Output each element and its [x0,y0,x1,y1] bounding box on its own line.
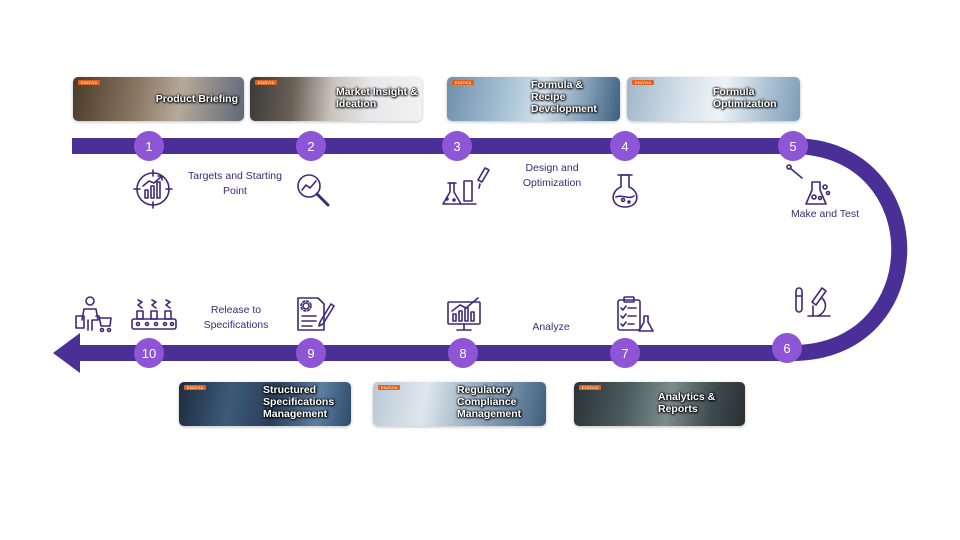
svg-text:2: 2 [307,139,314,154]
microscope-test-tube-icon [795,287,831,317]
card-logo: ENOVIA [378,385,401,390]
production-line-icon [131,299,177,330]
step-circle-6[interactable]: 6 [772,333,802,363]
step-circle-10[interactable]: 10 [134,338,164,368]
card-title: Regulatory Compliance Management [457,384,522,420]
step-circle-5[interactable]: 5 [778,131,808,161]
monitor-chart-icon [447,297,481,331]
step-circle-4[interactable]: 4 [610,131,640,161]
svg-text:5: 5 [789,139,796,154]
card-title: Analytics & Reports [658,391,716,415]
card-logo: ENOVIA [452,80,475,85]
card-market-insight[interactable]: ENOVIA Market Insight & Ideation [250,77,422,121]
step-circle-2[interactable]: 2 [296,131,326,161]
card-title: Structured Specifications Management [263,384,335,420]
svg-text:8: 8 [459,346,466,361]
phase-label-analyze: Analyze [532,321,570,333]
phase-label-targets: Targets and Starting Point [188,170,282,197]
svg-text:1: 1 [145,139,152,154]
card-analytics-reports[interactable]: ENOVIA Analytics & Reports [574,382,745,426]
card-title: Market Insight & Ideation [336,86,418,110]
lab-glassware-icon [442,167,490,205]
phase-label-design: Design and Optimization [522,162,582,189]
card-structured-specifications[interactable]: ENOVIA Structured Specifications Managem… [179,382,351,426]
card-logo: ENOVIA [632,80,655,85]
svg-text:10: 10 [142,346,156,361]
magnifier-trend-icon [297,174,330,207]
card-logo: ENOVIA [579,385,602,390]
step-circle-3[interactable]: 3 [442,131,472,161]
specification-document-icon [297,297,335,331]
track-path [72,138,908,361]
step-circle-9[interactable]: 9 [296,338,326,368]
card-formula-recipe[interactable]: ENOVIA Formula & Recipe Development [447,77,620,121]
svg-text:7: 7 [621,346,628,361]
flask-icon [612,174,638,208]
step-circle-8[interactable]: 8 [448,338,478,368]
card-title: Formula Optimization [713,86,777,110]
card-logo: ENOVIA [255,80,278,85]
card-logo: ENOVIA [184,385,207,390]
svg-text:3: 3 [453,139,460,154]
card-title: Formula & Recipe Development [531,79,597,115]
card-formula-optimization[interactable]: ENOVIA Formula Optimization [627,77,800,121]
card-title: Product Briefing [155,93,238,105]
svg-text:6: 6 [783,341,790,356]
lab-dropper-beaker-icon [786,164,831,205]
phase-label-release: Release to Specifications [203,304,269,331]
svg-text:4: 4 [621,139,628,154]
clipboard-checklist-icon [617,296,654,332]
track-arrowhead [53,333,80,373]
card-logo: ENOVIA [78,80,101,85]
phase-label-make-test: Make and Test [790,208,860,220]
step-circle-1[interactable]: 1 [134,131,164,161]
target-growth-chart-icon [133,169,173,209]
step-circle-7[interactable]: 7 [610,338,640,368]
svg-text:9: 9 [307,346,314,361]
card-product-briefing[interactable]: ENOVIA Product Briefing [73,77,244,121]
shopper-cart-icon [75,296,112,333]
card-regulatory-compliance[interactable]: ENOVIA Regulatory Compliance Management [373,382,546,426]
